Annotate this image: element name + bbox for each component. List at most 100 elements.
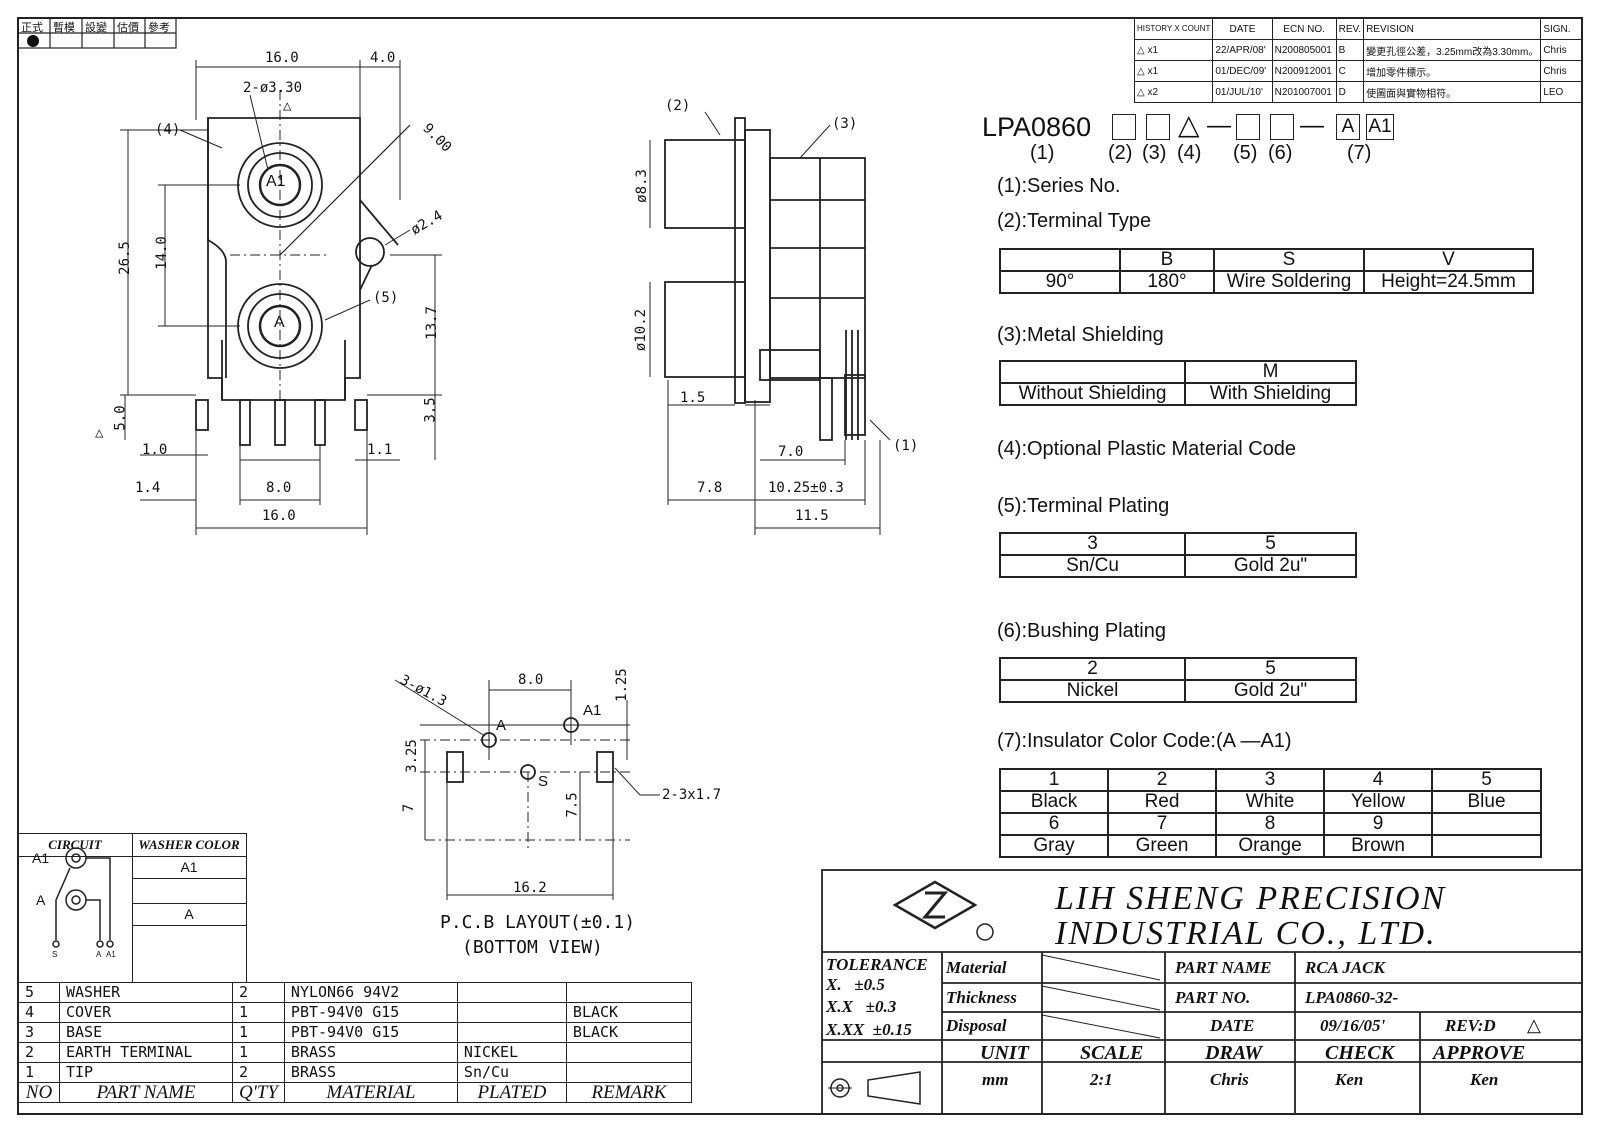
draw-label: DRAW — [1205, 1042, 1263, 1064]
pin-label-a1: A1 — [583, 702, 602, 719]
disposal-label: Disposal — [946, 1016, 1007, 1035]
title-block-lines — [821, 869, 1583, 1115]
approve-value: Ken — [1470, 1070, 1499, 1089]
pcb-subtitle: (BOTTOM VIEW) — [462, 937, 603, 958]
front-view — [195, 90, 411, 446]
code-dash: — — [1207, 112, 1231, 139]
code-box — [1236, 114, 1260, 140]
thickness-label: Thickness — [946, 988, 1017, 1007]
circuit-diagram — [52, 847, 114, 948]
dim-center-height: 13.7 — [423, 306, 440, 340]
circuit-pin-a: A — [96, 950, 102, 959]
code-index: (7) — [1347, 142, 1372, 164]
insulator-color-table: 1 2 3 4 5 Black Red White Yellow Blue 6 … — [999, 768, 1542, 858]
corner-cell: 設變 — [85, 22, 107, 34]
circuit-pin-a1: A1 — [106, 950, 116, 959]
part-name-label: PART NAME — [1175, 958, 1272, 977]
spec-bushing-plating-title: (6):Bushing Plating — [997, 620, 1166, 642]
code-index: (4) — [1177, 142, 1202, 164]
draw-value: Chris — [1210, 1070, 1249, 1089]
code-box-a1: A1 — [1366, 114, 1394, 140]
tolerance-xx: X.X ±0.3 — [826, 997, 897, 1016]
dim-pcb-offset: 1.25 — [613, 668, 630, 702]
triangle-code-box-icon: △ — [1178, 109, 1200, 140]
scale-label: SCALE — [1080, 1042, 1144, 1064]
code-index: (3) — [1142, 142, 1167, 164]
dim-front-depth: 7.8 — [697, 480, 723, 496]
circuit-pin-s: S — [52, 950, 58, 959]
spec-insulator-title: (7):Insulator Color Code:(A —A1) — [997, 730, 1292, 752]
dim-tab-length: 5.0 — [112, 405, 129, 431]
warning-triangle-icon: △ — [1527, 1015, 1541, 1035]
code-box — [1146, 114, 1170, 140]
check-label: CHECK — [1325, 1042, 1394, 1064]
bom-row: 5 WASHER 2 NYLON66 94V2 — [18, 982, 693, 1003]
corner-status-dot — [27, 35, 39, 47]
bom-header: NO PART NAME Q'TY MATERIAL PLATED REMARK — [18, 1082, 693, 1103]
bom-row: 4 COVER 1 PBT-94V0 G15 BLACK — [18, 1002, 693, 1023]
tolerance-label: TOLERANCE — [826, 955, 928, 974]
dim-pcb-pitch: 8.0 — [518, 672, 544, 688]
code-box — [1112, 114, 1136, 140]
callout-cover: (4) — [155, 122, 181, 138]
front-view-dimension-lines — [120, 60, 442, 535]
spec-shielding-title: (3):Metal Shielding — [997, 324, 1164, 346]
code-box-a: A — [1336, 114, 1360, 140]
scale-value: 2:1 — [1090, 1070, 1113, 1089]
washer-a1: A1 — [132, 856, 246, 879]
tolerance-xxx: X.XX ±0.15 — [826, 1020, 912, 1039]
jack-label-a1: A1 — [266, 173, 286, 190]
dim-hole: 2-ø3.30 — [243, 80, 303, 96]
pin-label-a: A — [496, 717, 507, 734]
check-value: Ken — [1335, 1070, 1364, 1089]
part-no-value: LPA0860-32- — [1305, 988, 1399, 1007]
spec-terminal-type-title: (2):Terminal Type — [997, 210, 1152, 232]
warning-triangle-icon: △ — [95, 425, 104, 441]
pcb-title: P.C.B LAYOUT(±0.1) — [440, 912, 636, 933]
pcb-dimension-lines — [394, 679, 660, 900]
code-index: (6) — [1268, 142, 1293, 164]
corner-cells-lines — [17, 17, 177, 49]
warning-triangle-icon: △ — [1137, 44, 1145, 56]
date-value: 09/16/05' — [1320, 1016, 1386, 1035]
unit-value: mm — [982, 1070, 1009, 1089]
side-view-dimension-lines — [649, 111, 891, 535]
history-row: △ x2 01/JUL/10' N201007001 D 使圖面與實物相符。 L… — [1133, 81, 1582, 103]
rev-value: REV:D — [1445, 1016, 1496, 1035]
circuit-divider — [132, 856, 134, 982]
sheet-border — [17, 17, 1583, 1115]
callout-shield: (3) — [832, 116, 858, 132]
terminal-type-table: B S V 90° 180° Wire Soldering Height=24.… — [999, 248, 1534, 294]
dim-pin-length: 3.5 — [422, 397, 439, 423]
dim-body-depth: 10.25±0.3 — [768, 480, 844, 496]
washer-a: A — [132, 903, 246, 926]
part-no-label: PART NO. — [1175, 988, 1251, 1007]
circuit-header: CIRCUIT — [18, 834, 133, 857]
pin-label-s: S — [538, 773, 549, 790]
part-name-value: RCA JACK — [1305, 958, 1385, 977]
code-box — [1270, 114, 1294, 140]
jack-label-a: A — [274, 314, 285, 331]
spec-series: (1):Series No. — [997, 175, 1121, 197]
dim-pcb-slots: 2-3x1.7 — [662, 787, 722, 803]
company-logo — [892, 880, 994, 941]
bill-of-materials: 5 WASHER 2 NYLON66 94V2 4 COVER 1 PBT-94… — [18, 982, 693, 1103]
bom-row: 2 EARTH TERMINAL 1 BRASS NICKEL — [18, 1042, 693, 1063]
corner-cell: 暫模 — [53, 22, 75, 34]
corner-cell: 估價 — [117, 22, 139, 34]
history-row: △ x1 01/DEC/09' N200912001 C 增加零件標示。 Chr… — [1133, 60, 1582, 82]
dim-bushing-small: ø8.3 — [633, 169, 650, 203]
bom-row: 1 TIP 2 BRASS Sn/Cu — [18, 1062, 693, 1083]
dim-offset: 4.0 — [370, 50, 396, 66]
company-name-line1: LIH SHENG PRECISION — [1055, 880, 1447, 917]
tolerance-x: X. ±0.5 — [826, 975, 885, 994]
washer-color-header: WASHER COLOR — [132, 834, 246, 857]
dim-tab-width: 1.0 — [142, 442, 168, 458]
code-index: (2) — [1108, 142, 1133, 164]
circuit-label-a1: A1 — [32, 850, 50, 866]
circuit-label-a: A — [36, 892, 46, 908]
history-row: △ x1 22/APR/08' N200805001 B 變更孔徑公差，3.25… — [1133, 39, 1582, 61]
code-index: (1) — [1030, 142, 1055, 164]
